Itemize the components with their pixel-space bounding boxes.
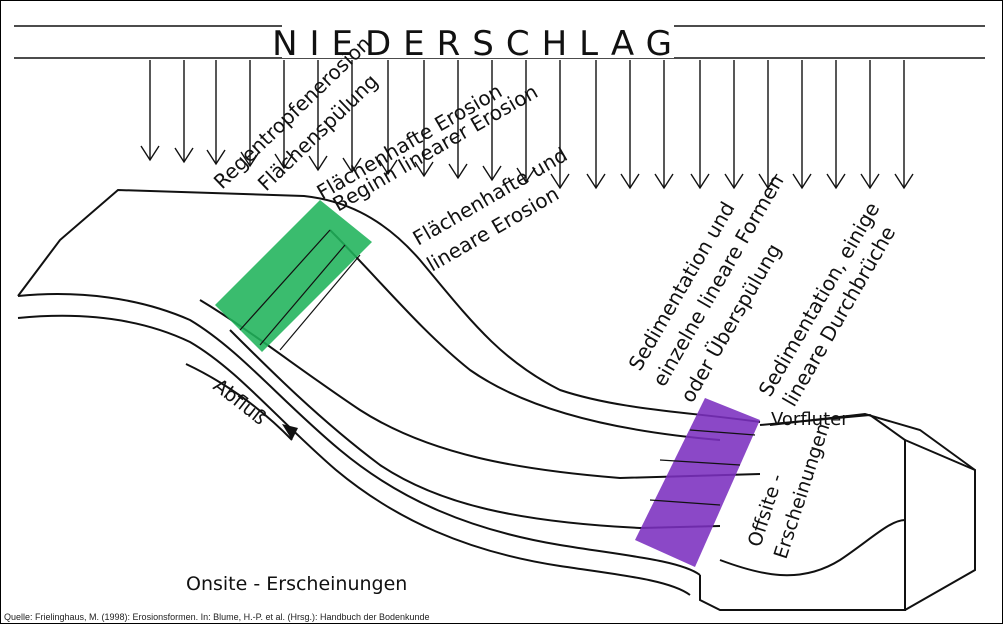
green-highlight-zone xyxy=(215,200,372,352)
source-citation: Quelle: Frielinghaus, M. (1998): Erosion… xyxy=(4,612,430,622)
label-vorfluter: Vorfluter xyxy=(771,409,849,430)
block-side-face xyxy=(905,440,975,610)
purple-highlight-zone xyxy=(635,398,760,567)
front-slope-bottom xyxy=(18,316,690,595)
label-onsite: Onsite - Erscheinungen xyxy=(186,573,407,595)
front-slope-top xyxy=(18,294,700,575)
plateau-edge xyxy=(18,190,760,422)
label-abfluss: Abfluß xyxy=(209,375,271,430)
